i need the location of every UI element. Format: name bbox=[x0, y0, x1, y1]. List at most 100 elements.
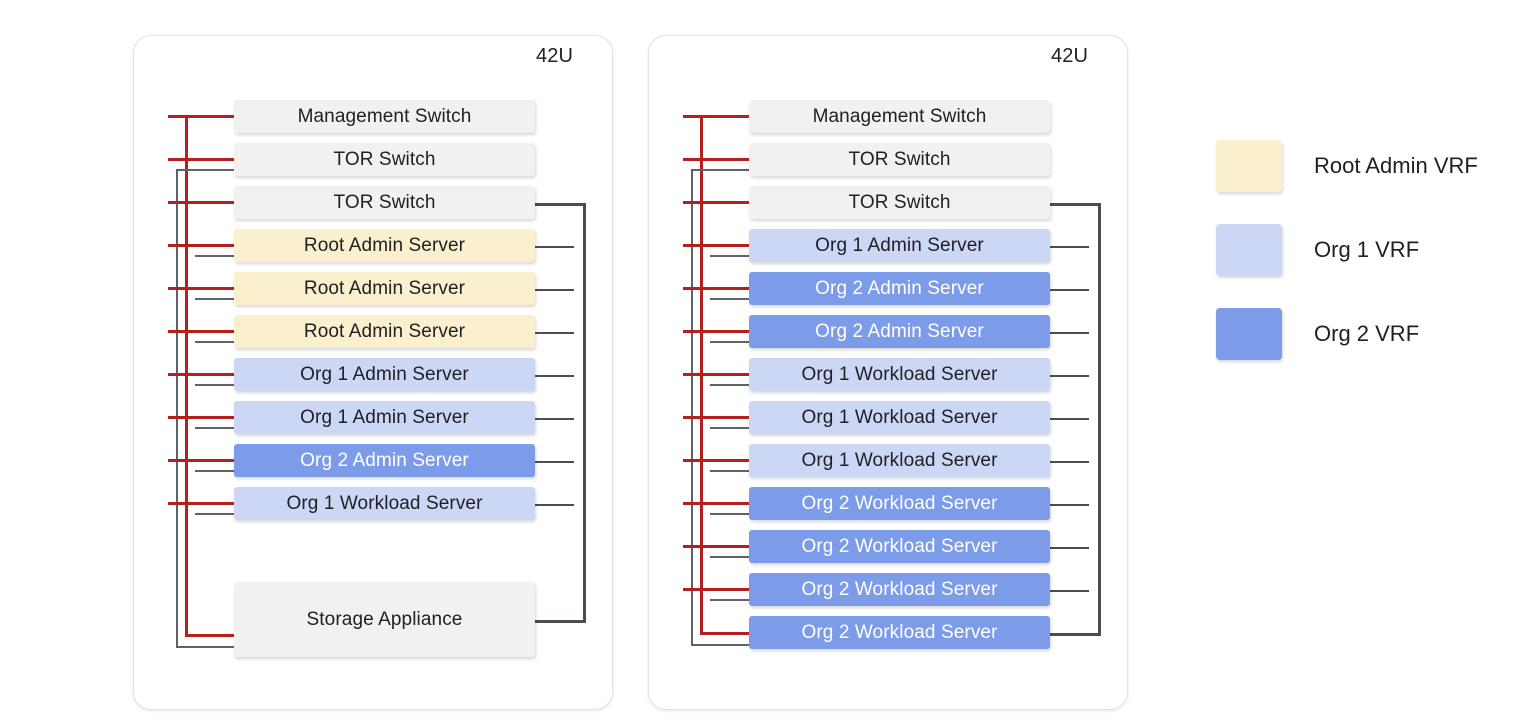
rack-unit-management-switch[interactable]: Management Switch bbox=[749, 100, 1050, 133]
rack-unit-label: Storage Appliance bbox=[306, 608, 463, 630]
rack-unit-label: Org 2 Admin Server bbox=[815, 277, 984, 299]
power-stub bbox=[683, 373, 749, 376]
rack-unit-org-2-admin-server[interactable]: Org 2 Admin Server bbox=[749, 315, 1050, 348]
network-stub bbox=[535, 375, 574, 377]
mgmt-trunk-to-storage bbox=[176, 646, 234, 648]
network-stub bbox=[535, 246, 574, 248]
rack-unit-org-2-workload-server[interactable]: Org 2 Workload Server bbox=[749, 487, 1050, 520]
mgmt-stub bbox=[710, 556, 749, 558]
rack-unit-org-2-admin-server[interactable]: Org 2 Admin Server bbox=[749, 272, 1050, 305]
rack-unit-label: Org 1 Workload Server bbox=[801, 363, 998, 385]
power-stub bbox=[683, 588, 749, 591]
rack-unit-label: Management Switch bbox=[297, 105, 472, 127]
rack-unit-org-2-workload-server[interactable]: Org 2 Workload Server bbox=[749, 616, 1050, 649]
rack-unit-root-admin-server[interactable]: Root Admin Server bbox=[234, 272, 535, 305]
rack-unit-org-1-workload-server[interactable]: Org 1 Workload Server bbox=[749, 444, 1050, 477]
power-stub bbox=[683, 244, 749, 247]
network-bus-to-storage bbox=[1050, 633, 1101, 636]
power-stub bbox=[683, 287, 749, 290]
mgmt-stub bbox=[195, 255, 234, 257]
power-stub bbox=[168, 373, 234, 376]
rack-unit-org-2-admin-server[interactable]: Org 2 Admin Server bbox=[234, 444, 535, 477]
rack-unit-label: TOR Switch bbox=[333, 148, 436, 170]
rack-unit-root-admin-server[interactable]: Root Admin Server bbox=[234, 315, 535, 348]
network-stub bbox=[535, 418, 574, 420]
network-stub bbox=[535, 332, 574, 334]
rack-unit-org-1-workload-server[interactable]: Org 1 Workload Server bbox=[234, 487, 535, 520]
network-stub bbox=[1050, 375, 1089, 377]
power-stub bbox=[683, 201, 749, 204]
rack-unit-tor-switch[interactable]: TOR Switch bbox=[749, 143, 1050, 176]
legend-swatch-org2 bbox=[1216, 308, 1282, 360]
rack-unit-management-switch[interactable]: Management Switch bbox=[234, 100, 535, 133]
power-stub bbox=[168, 158, 234, 161]
rack-unit-label: Org 2 Workload Server bbox=[801, 492, 998, 514]
rack-right-capacity-label: 42U bbox=[1051, 45, 1088, 67]
network-stub bbox=[1050, 461, 1089, 463]
legend-item-org1: Org 1 VRF bbox=[1216, 224, 1419, 276]
rack-unit-label: TOR Switch bbox=[848, 191, 951, 213]
power-stub bbox=[168, 244, 234, 247]
mgmt-stub bbox=[710, 427, 749, 429]
mgmt-stub bbox=[710, 513, 749, 515]
power-stub bbox=[168, 201, 234, 204]
power-stub bbox=[683, 158, 749, 161]
legend-item-org2: Org 2 VRF bbox=[1216, 308, 1419, 360]
rack-unit-label: Root Admin Server bbox=[303, 234, 466, 256]
rack-unit-org-2-workload-server[interactable]: Org 2 Workload Server bbox=[749, 573, 1050, 606]
rack-unit-label: Org 2 Workload Server bbox=[801, 535, 998, 557]
network-stub bbox=[535, 461, 574, 463]
legend-label-org2: Org 2 VRF bbox=[1314, 321, 1420, 346]
network-stub bbox=[1050, 418, 1089, 420]
rack-unit-label: Org 1 Workload Server bbox=[801, 406, 998, 428]
rack-unit-label: Management Switch bbox=[812, 105, 987, 127]
network-bus-to-storage bbox=[535, 620, 586, 623]
power-stub bbox=[683, 115, 749, 118]
rack-unit-tor-switch[interactable]: TOR Switch bbox=[234, 143, 535, 176]
mgmt-trunk-to-storage bbox=[691, 644, 749, 646]
network-stub bbox=[1050, 504, 1089, 506]
rack-unit-label: Org 2 Workload Server bbox=[801, 621, 998, 643]
mgmt-stub bbox=[710, 341, 749, 343]
rack-unit-org-1-workload-server[interactable]: Org 1 Workload Server bbox=[749, 358, 1050, 391]
rack-unit-tor-switch[interactable]: TOR Switch bbox=[749, 186, 1050, 219]
mgmt-stub bbox=[195, 427, 234, 429]
network-stub bbox=[1050, 547, 1089, 549]
rack-unit-label: Org 1 Workload Server bbox=[801, 449, 998, 471]
rack-unit-label: TOR Switch bbox=[333, 191, 436, 213]
rack-unit-root-admin-server[interactable]: Root Admin Server bbox=[234, 229, 535, 262]
rack-unit-org-1-admin-server[interactable]: Org 1 Admin Server bbox=[234, 358, 535, 391]
legend-item-root-admin: Root Admin VRF bbox=[1216, 140, 1478, 192]
power-stub bbox=[168, 502, 234, 505]
mgmt-stub bbox=[710, 384, 749, 386]
mgmt-stub bbox=[195, 298, 234, 300]
power-stub bbox=[683, 330, 749, 333]
legend-swatch-root-admin bbox=[1216, 140, 1282, 192]
rack-unit-label: Org 2 Workload Server bbox=[801, 578, 998, 600]
mgmt-trunk-vertical bbox=[176, 169, 178, 646]
power-trunk-to-storage bbox=[700, 632, 749, 635]
power-stub bbox=[168, 416, 234, 419]
power-stub bbox=[168, 330, 234, 333]
rack-unit-org-1-admin-server[interactable]: Org 1 Admin Server bbox=[749, 229, 1050, 262]
network-stub bbox=[535, 504, 574, 506]
rack-unit-storage-appliance[interactable]: Storage Appliance bbox=[234, 582, 535, 657]
network-bus-vertical bbox=[1098, 203, 1101, 633]
vrf-legend: Root Admin VRF Org 1 VRF Org 2 VRF bbox=[1216, 140, 1516, 360]
mgmt-stub bbox=[710, 599, 749, 601]
rack-unit-label: Org 1 Admin Server bbox=[300, 406, 469, 428]
power-stub bbox=[168, 115, 234, 118]
rack-unit-label: Root Admin Server bbox=[303, 277, 466, 299]
power-trunk-to-storage bbox=[185, 634, 234, 637]
mgmt-stub bbox=[691, 169, 749, 171]
mgmt-stub bbox=[176, 169, 234, 171]
rack-unit-org-1-workload-server[interactable]: Org 1 Workload Server bbox=[749, 401, 1050, 434]
rack-unit-label: Org 1 Admin Server bbox=[815, 234, 984, 256]
mgmt-stub bbox=[195, 513, 234, 515]
rack-unit-org-1-admin-server[interactable]: Org 1 Admin Server bbox=[234, 401, 535, 434]
mgmt-stub bbox=[710, 298, 749, 300]
rack-unit-tor-switch[interactable]: TOR Switch bbox=[234, 186, 535, 219]
rack-unit-label: Org 1 Workload Server bbox=[286, 492, 483, 514]
rack-unit-org-2-workload-server[interactable]: Org 2 Workload Server bbox=[749, 530, 1050, 563]
